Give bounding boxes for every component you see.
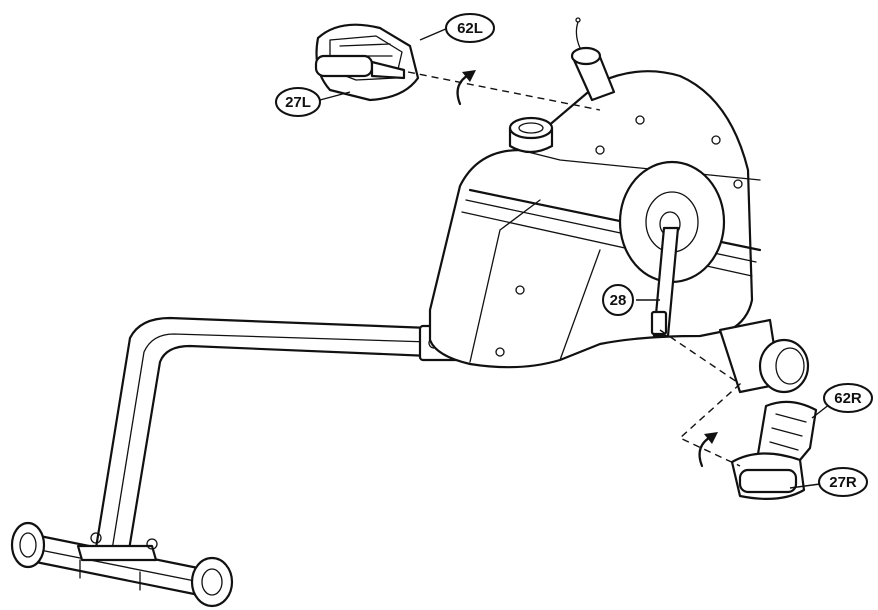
leader-62L — [419, 27, 449, 41]
svg-text:62R: 62R — [834, 390, 862, 407]
flywheel-disc — [618, 160, 726, 284]
rotation-arrow-left — [456, 70, 476, 106]
leader-27R — [789, 483, 821, 489]
svg-text:27R: 27R — [829, 474, 857, 491]
right-pedal — [730, 400, 818, 500]
callout-62R: 62R — [823, 383, 873, 413]
rotation-arrow-right — [698, 432, 718, 468]
tension-knob — [508, 116, 554, 154]
left-pedal — [314, 23, 420, 102]
leader-62R — [811, 403, 831, 419]
assembly-guide-lines — [407, 71, 742, 467]
callout-28: 28 — [602, 284, 634, 316]
main-frame-tube — [76, 316, 464, 562]
callout-27R: 27R — [818, 467, 868, 497]
crank-arm-28 — [650, 226, 680, 338]
svg-text:28: 28 — [610, 292, 627, 309]
leader-27L — [319, 91, 351, 101]
svg-text:62L: 62L — [457, 20, 483, 37]
svg-text:27L: 27L — [285, 94, 311, 111]
right-axle-stub — [718, 318, 810, 394]
callout-62L: 62L — [445, 13, 495, 43]
seat-post-tube — [570, 17, 616, 102]
rear-stabilizer — [10, 521, 234, 608]
callout-27L: 27L — [275, 87, 321, 117]
